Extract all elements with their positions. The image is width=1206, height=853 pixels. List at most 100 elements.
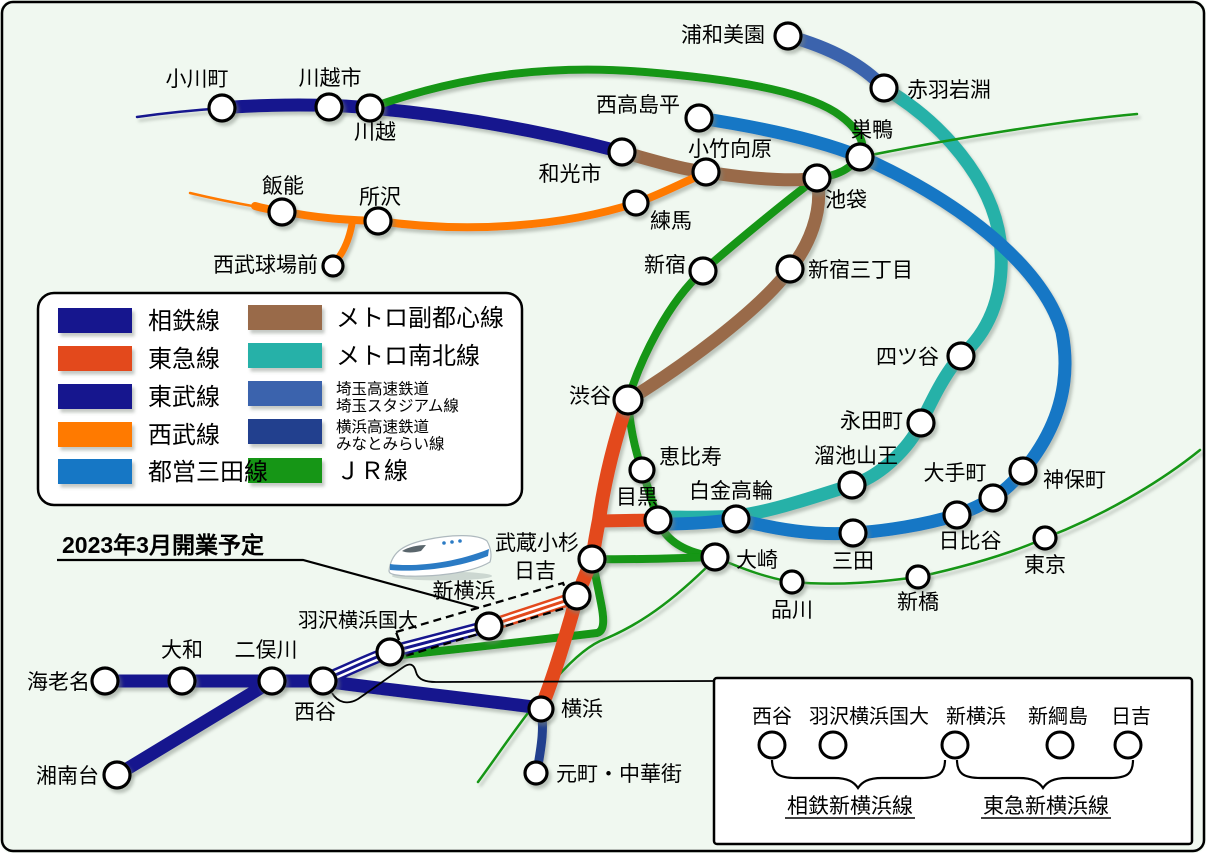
station-tokorozawa-marker: [363, 206, 393, 236]
station-kawagoe-marker: [355, 93, 385, 123]
station-nishi-takashimadaira-label: 西高島平: [596, 94, 680, 117]
inset-tokyu-line-label: 東急新横浜線: [983, 795, 1109, 818]
station-hanno-marker: [267, 197, 297, 227]
station-tokyo-marker: [1032, 525, 1058, 551]
inset-station-nishiya-marker: [757, 730, 787, 760]
station-ogawamachi-label: 小川町: [166, 68, 229, 91]
station-hanno-label: 飯能: [262, 175, 304, 198]
legend-label-saitama-2: 埼玉スタジアム線: [336, 397, 459, 415]
station-shibuya-marker: [612, 384, 644, 416]
station-shirokane-takanawa-marker: [721, 504, 751, 534]
station-kawagoe-label: 川越: [354, 121, 396, 144]
station-yokohama-marker: [527, 695, 555, 723]
line-jr-thin-sugamo: [859, 112, 1139, 159]
legend-label-sotetsu: 相鉄線: [148, 308, 220, 335]
station-labels: 小川町 川越市 川越 飯能 所沢 西武球場前 和光市 練馬 小竹向原 池袋 巣鴨…: [27, 24, 1106, 788]
legend-label-seibu: 西武線: [148, 422, 220, 449]
opening-annotation-leader: [57, 558, 480, 610]
inset-station-shintsunashima-marker: [1045, 730, 1075, 760]
station-akabane-iwabuchi-label: 赤羽岩淵: [907, 79, 991, 102]
station-yotsuya-marker: [946, 341, 976, 371]
line-jr-thin-shinagawa-shimbashi: [790, 575, 920, 585]
opening-annotation-text: 2023年3月開業予定: [62, 532, 264, 558]
station-shin-yokohama-marker: [474, 611, 504, 641]
station-nishiya-label: 西谷: [294, 701, 336, 724]
station-jimbocho-label: 神保町: [1043, 469, 1106, 492]
line-jr-kosugi-osaki: [588, 553, 719, 564]
station-otemachi-marker: [978, 483, 1008, 513]
legend-swatch-jr: [248, 458, 322, 483]
inset-sotetsu-line-label: 相鉄新横浜線: [787, 795, 913, 818]
line-tobu: [215, 98, 629, 159]
station-shinagawa-label: 品川: [771, 599, 813, 622]
legend-swatch-seibu: [58, 422, 132, 447]
station-seibu-kyujomae-label: 西武球場前: [213, 254, 318, 277]
station-futamatagawa-marker: [257, 666, 287, 696]
station-mita-marker: [838, 518, 868, 548]
station-urawa-misono-marker: [773, 21, 803, 51]
inset-station-hiyoshi-marker: [1113, 730, 1143, 760]
station-ikebukuro-marker: [802, 163, 832, 193]
station-yamato-label: 大和: [161, 639, 203, 662]
station-musashi-kosugi-marker: [577, 544, 607, 574]
inset-station-hazawa-label: 羽沢横浜国大: [809, 705, 929, 728]
station-wakoshi-label: 和光市: [539, 163, 602, 186]
inset-markers: [757, 730, 1143, 760]
station-ebisu-marker: [628, 456, 656, 484]
shinkansen-icon: [388, 535, 492, 581]
station-shibuya-label: 渋谷: [569, 385, 611, 408]
station-tameike-sanno-marker: [837, 470, 867, 500]
station-nishiya-marker: [308, 666, 338, 696]
station-motomachi-chukagai-label: 元町・中華街: [556, 763, 682, 786]
legend-label-saitama-1: 埼玉高速鉄道: [336, 380, 429, 398]
station-sugamo-marker: [845, 142, 875, 172]
station-akabane-iwabuchi-marker: [869, 73, 899, 103]
inset-station-hazawa-marker: [818, 730, 848, 760]
legend-label-tokyu: 東急線: [148, 346, 220, 373]
station-nagatacho-label: 永田町: [840, 410, 903, 433]
legend-swatch-namboku: [248, 343, 322, 368]
station-shinjuku-sanchome-marker: [775, 254, 805, 284]
station-shonandai-marker: [102, 760, 132, 790]
station-tokorozawa-label: 所沢: [359, 186, 401, 209]
station-yamato-marker: [167, 666, 197, 696]
line-jr-thin-tokaido: [476, 558, 716, 784]
legend-swatch-mita: [58, 459, 132, 484]
inset-frame: [712, 676, 1194, 846]
station-kotake-mukaihara-marker: [691, 157, 721, 187]
station-shimbashi-label: 新橋: [897, 591, 939, 614]
station-hiyoshi-marker: [562, 581, 592, 611]
station-nerima-marker: [622, 189, 650, 217]
legend-swatch-tokyu: [58, 346, 132, 371]
station-kotake-mukaihara-label: 小竹向原: [688, 138, 772, 161]
station-hazawa-yokohama-kokudai-label: 羽沢横浜国大: [298, 609, 418, 632]
station-hibiya-label: 日比谷: [939, 530, 1002, 553]
station-yotsuya-label: 四ツ谷: [876, 346, 939, 369]
legend-swatch-fukutoshin: [248, 305, 322, 330]
station-otemachi-label: 大手町: [924, 462, 987, 485]
legend-label-fukutoshin: メトロ副都心線: [336, 305, 504, 332]
station-ikebukuro-label: 池袋: [825, 189, 867, 212]
line-jr-sotetsu-through: [388, 559, 608, 660]
legend-swatch-sotetsu: [58, 308, 132, 333]
line-tokyu-shinyokohama-core: [487, 595, 579, 628]
inset-brace-sotetsu: [770, 759, 947, 790]
station-shimbashi-marker: [905, 564, 931, 590]
station-hazawa-yokohama-kokudai-marker: [375, 637, 405, 667]
station-tameike-sanno-label: 溜池山王: [814, 445, 898, 468]
station-nagatacho-marker: [906, 408, 936, 438]
station-yokohama-label: 横浜: [561, 698, 603, 721]
station-osaki-marker: [700, 542, 730, 572]
inset-box: 西谷 羽沢横浜国大 新横浜 新綱島 日吉 相鉄新横浜線 東急新横浜線: [712, 676, 1194, 846]
legend-swatch-saitama: [248, 381, 322, 406]
legend: 相鉄線 東急線 東武線 西武線 都営三田線 メトロ副都心線 メトロ南北線 埼玉高…: [36, 291, 524, 507]
station-nishi-takashimadaira-marker: [684, 103, 714, 133]
station-seibu-kyujomae-marker: [321, 254, 345, 278]
station-jimbocho-marker: [1008, 456, 1038, 486]
line-sotetsu-izumino-branch: [110, 674, 279, 782]
station-shinjuku-marker: [688, 256, 718, 286]
station-osaki-label: 大崎: [736, 549, 778, 572]
station-shinagawa-marker: [779, 569, 805, 595]
